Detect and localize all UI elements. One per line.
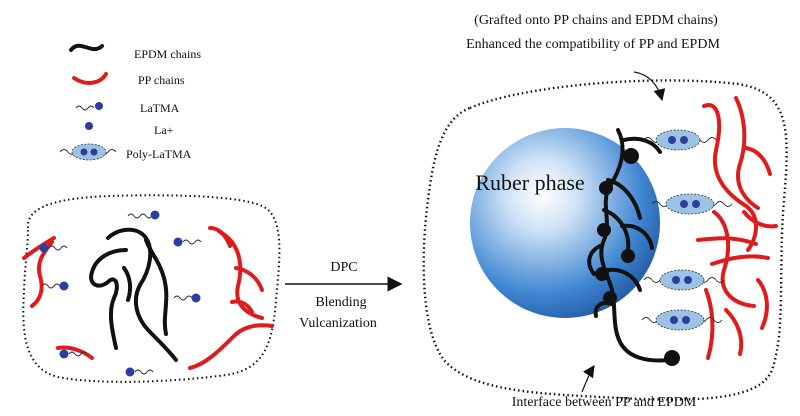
pp-chain-legend-symbol [72,72,108,85]
annotation-interface: Interface between PP and EPDM [512,395,697,410]
vulcanized-blend-blob: Ruber phase [422,79,788,401]
right-blob-outline [422,79,788,401]
epdm-chains-left [89,227,178,362]
latma-legend-symbol [75,102,103,111]
legend-label-poly-latma: Poly-LaTMA [126,147,192,161]
left-blob-outline [22,194,281,383]
epdm-chains-interface [587,128,670,363]
process-step: DPC Blending Vulcanization [285,260,403,331]
legend-label-pp: PP chains [138,73,185,87]
process-label-blending: Blending [315,295,366,310]
la-ion-legend-symbol [85,122,93,130]
annotation-grafted: (Grafted onto PP chains and EPDM chains) [474,13,718,28]
rubber-phase-label: Ruber phase [475,170,584,195]
epdm-anchor-points [595,148,680,366]
poly-latma-clusters [641,129,733,331]
latma-molecules-left [39,210,202,377]
annotation-top-arrow [633,71,666,102]
process-label-dpc: DPC [330,260,357,275]
pp-chains-right [696,96,778,360]
initial-blend-blob [22,194,281,383]
legend: EPDM chains PP chains LaTMA La+ Poly-LaT… [59,43,201,161]
process-label-vulcanization: Vulcanization [299,316,377,331]
legend-label-latma: LaTMA [140,101,180,115]
epdm-chain-legend-symbol [69,43,104,52]
poly-latma-legend-symbol [59,143,117,161]
annotation-compatibility: Enhanced the compatibility of PP and EPD… [466,37,720,52]
legend-label-epdm: EPDM chains [134,47,201,61]
annotation-bottom-arrow [581,365,595,393]
legend-label-la-ion: La+ [154,123,174,137]
